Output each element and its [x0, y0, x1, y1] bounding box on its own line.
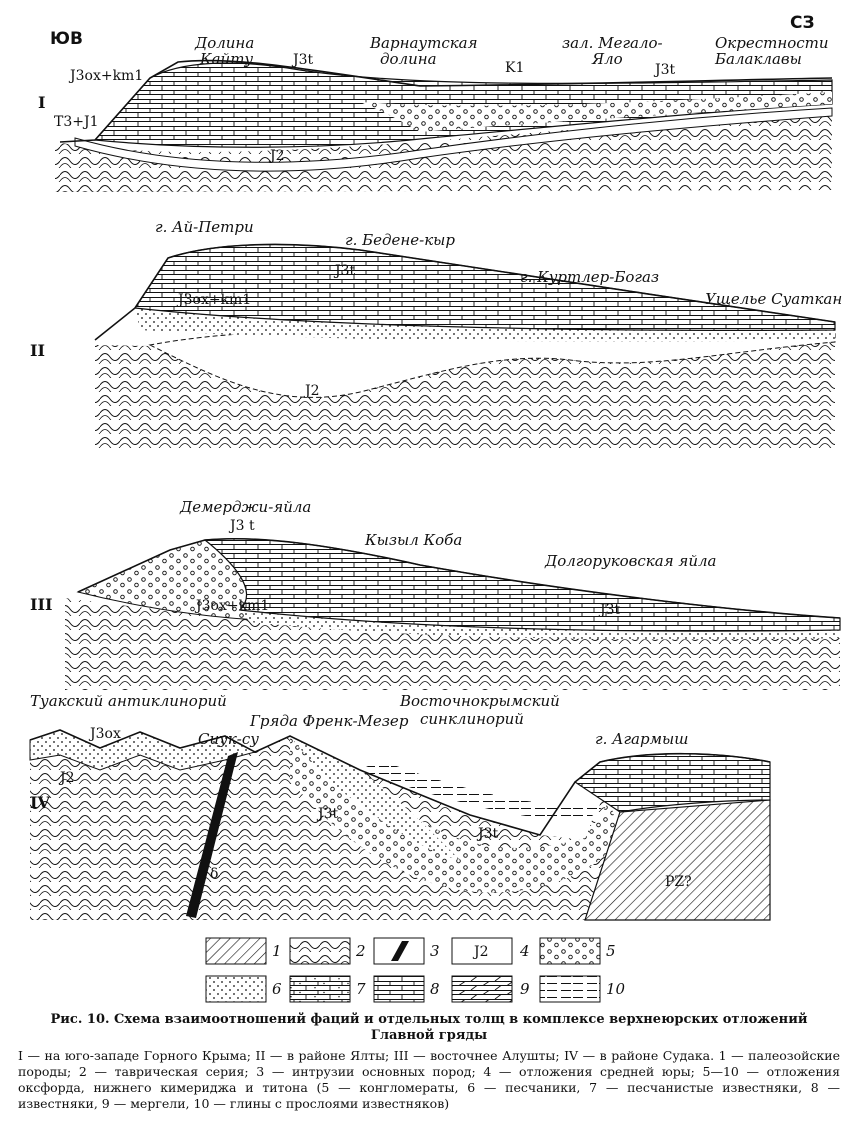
s1-middle-jurassic [74, 107, 833, 172]
legend-swatch-4 [451, 937, 513, 965]
s4-clay [360, 760, 605, 822]
s4-sym-5: δ [210, 866, 218, 882]
legend-num-10: 10 [606, 980, 626, 998]
s3-surface [77, 537, 841, 619]
s3-place-1: Демерджи-яйла [179, 498, 311, 516]
s4-place-2: Сиук-су [198, 730, 259, 748]
s1-roman: I [38, 93, 45, 112]
s4-roman: IV [30, 793, 50, 812]
s4-intrusion [186, 752, 238, 918]
s1-place-6: Яло [591, 50, 623, 68]
s4-sym-1: J3ox [88, 726, 121, 742]
s4-sym-2: J2 [58, 770, 75, 786]
s4-syncline-sandstone [290, 736, 460, 860]
s1-corner-right: СЗ [790, 13, 815, 33]
legend-swatch-9 [451, 975, 513, 1003]
caption-title: Рис. 10. Схема взаимоотношений фаций и о… [50, 1012, 808, 1043]
s2-limestone [133, 243, 836, 331]
legend-num-2: 2 [355, 942, 366, 960]
s1-place-7: Окрестности [715, 34, 829, 52]
s2-middle-jurassic [148, 329, 836, 398]
legend-swatch-7 [289, 975, 351, 1003]
legend-num-7: 7 [356, 980, 366, 998]
s2-sym-2: J3ox+km1 [176, 292, 251, 308]
s2-surface [94, 243, 836, 341]
s1-sym-1: J3t [291, 52, 314, 68]
s1-conglomerate [360, 92, 832, 132]
legend-swatch-8 [373, 975, 425, 1003]
legend-num-5: 5 [606, 942, 616, 960]
s1-place-5: зал. Мегало- [562, 34, 663, 52]
legend-swatch-4-label: J2 [472, 944, 489, 960]
s3-sym-2: J3ox+km1 [194, 598, 269, 614]
s3-sym-3: J3t [598, 602, 621, 618]
s2-sym-1: J3t [333, 263, 356, 279]
legend-num-8: 8 [430, 980, 440, 998]
geology-figure: ЮВ СЗ I Долина Кайту Варнаутская долина … [29, 13, 842, 1003]
section-3: III Демерджи-яйла Кызыл Коба Долгоруковс… [30, 498, 841, 690]
s2-place-2: г. Бедене-кыр [345, 231, 455, 249]
caption-body: I — на юго-западе Горного Крыма; II — в … [18, 1048, 840, 1111]
section-2: II г. Ай-Петри г. Бедене-кыр г. Куртлер-… [30, 218, 842, 450]
s1-sym-4: K1 [505, 60, 524, 76]
s1-place-8: Балаклавы [714, 50, 802, 68]
s3-sandstone [240, 610, 840, 640]
s3-place-2: Кызыл Коба [364, 531, 462, 549]
s4-syncline-conglomerate [290, 736, 620, 893]
s4-place-5: синклинорий [420, 710, 524, 728]
legend-num-9: 9 [520, 980, 530, 998]
legend-swatch-2 [289, 937, 351, 965]
s4-place-6: г. Агармыш [595, 730, 688, 748]
legend: 1 2 3 J2 4 5 6 7 8 9 10 [205, 937, 626, 1003]
s4-place-1: Туакский антиклинорий [30, 692, 227, 710]
s2-place-3: г. Куртлер-Богаз [520, 268, 659, 286]
s3-sym-1: J3 t [228, 518, 255, 534]
s2-place-4: Ущелье Суаткан [705, 290, 842, 308]
s1-place-2: Кайту [199, 50, 253, 68]
figure-caption: Рис. 10. Схема взаимоотношений фаций и о… [18, 1012, 840, 1112]
legend-swatch-5 [539, 937, 601, 965]
legend-num-1: 1 [272, 942, 282, 960]
s4-sym-6: PZ? [665, 874, 692, 890]
legend-num-3: 3 [430, 942, 440, 960]
section-1: ЮВ СЗ I Долина Кайту Варнаутская долина … [38, 13, 833, 192]
s4-surface [29, 729, 771, 836]
legend-swatch-3-mark [391, 941, 409, 961]
s1-corner-left: ЮВ [50, 29, 83, 49]
s3-roman: III [30, 595, 52, 614]
s3-place-3: Долгоруковская яйла [544, 552, 717, 570]
legend-num-6: 6 [272, 980, 282, 998]
legend-swatch-10 [539, 975, 601, 1003]
s4-place-3: Гряда Френк-Мезер [249, 712, 409, 730]
s2-sandstone [135, 308, 835, 342]
s4-paleozoic [584, 799, 771, 921]
s1-sym-2: J3ox+km1 [68, 68, 143, 84]
s2-sym-3: J2 [303, 383, 320, 399]
s1-place-1: Долина [194, 34, 254, 52]
s4-sym-3: J3t [316, 806, 339, 822]
s4-place-4: Восточнокрымский [399, 692, 560, 710]
legend-swatch-1 [205, 937, 267, 965]
s2-roman: II [30, 341, 45, 360]
s2-place-1: г. Ай-Петри [155, 218, 254, 236]
s4-sym-4: J3t [476, 826, 499, 842]
s1-sym-6: J2 [268, 148, 285, 164]
s1-sym-3: T3+J1 [54, 114, 99, 130]
section-4: IV Туакский антиклинорий Сиук-су Гряда Ф… [29, 692, 771, 921]
s1-place-3: Варнаутская [369, 34, 478, 52]
s1-sym-5: J3t [653, 62, 676, 78]
s1-surface [59, 59, 833, 143]
legend-swatch-6 [205, 975, 267, 1003]
s1-place-4: долина [380, 50, 437, 68]
legend-num-4: 4 [519, 942, 530, 960]
